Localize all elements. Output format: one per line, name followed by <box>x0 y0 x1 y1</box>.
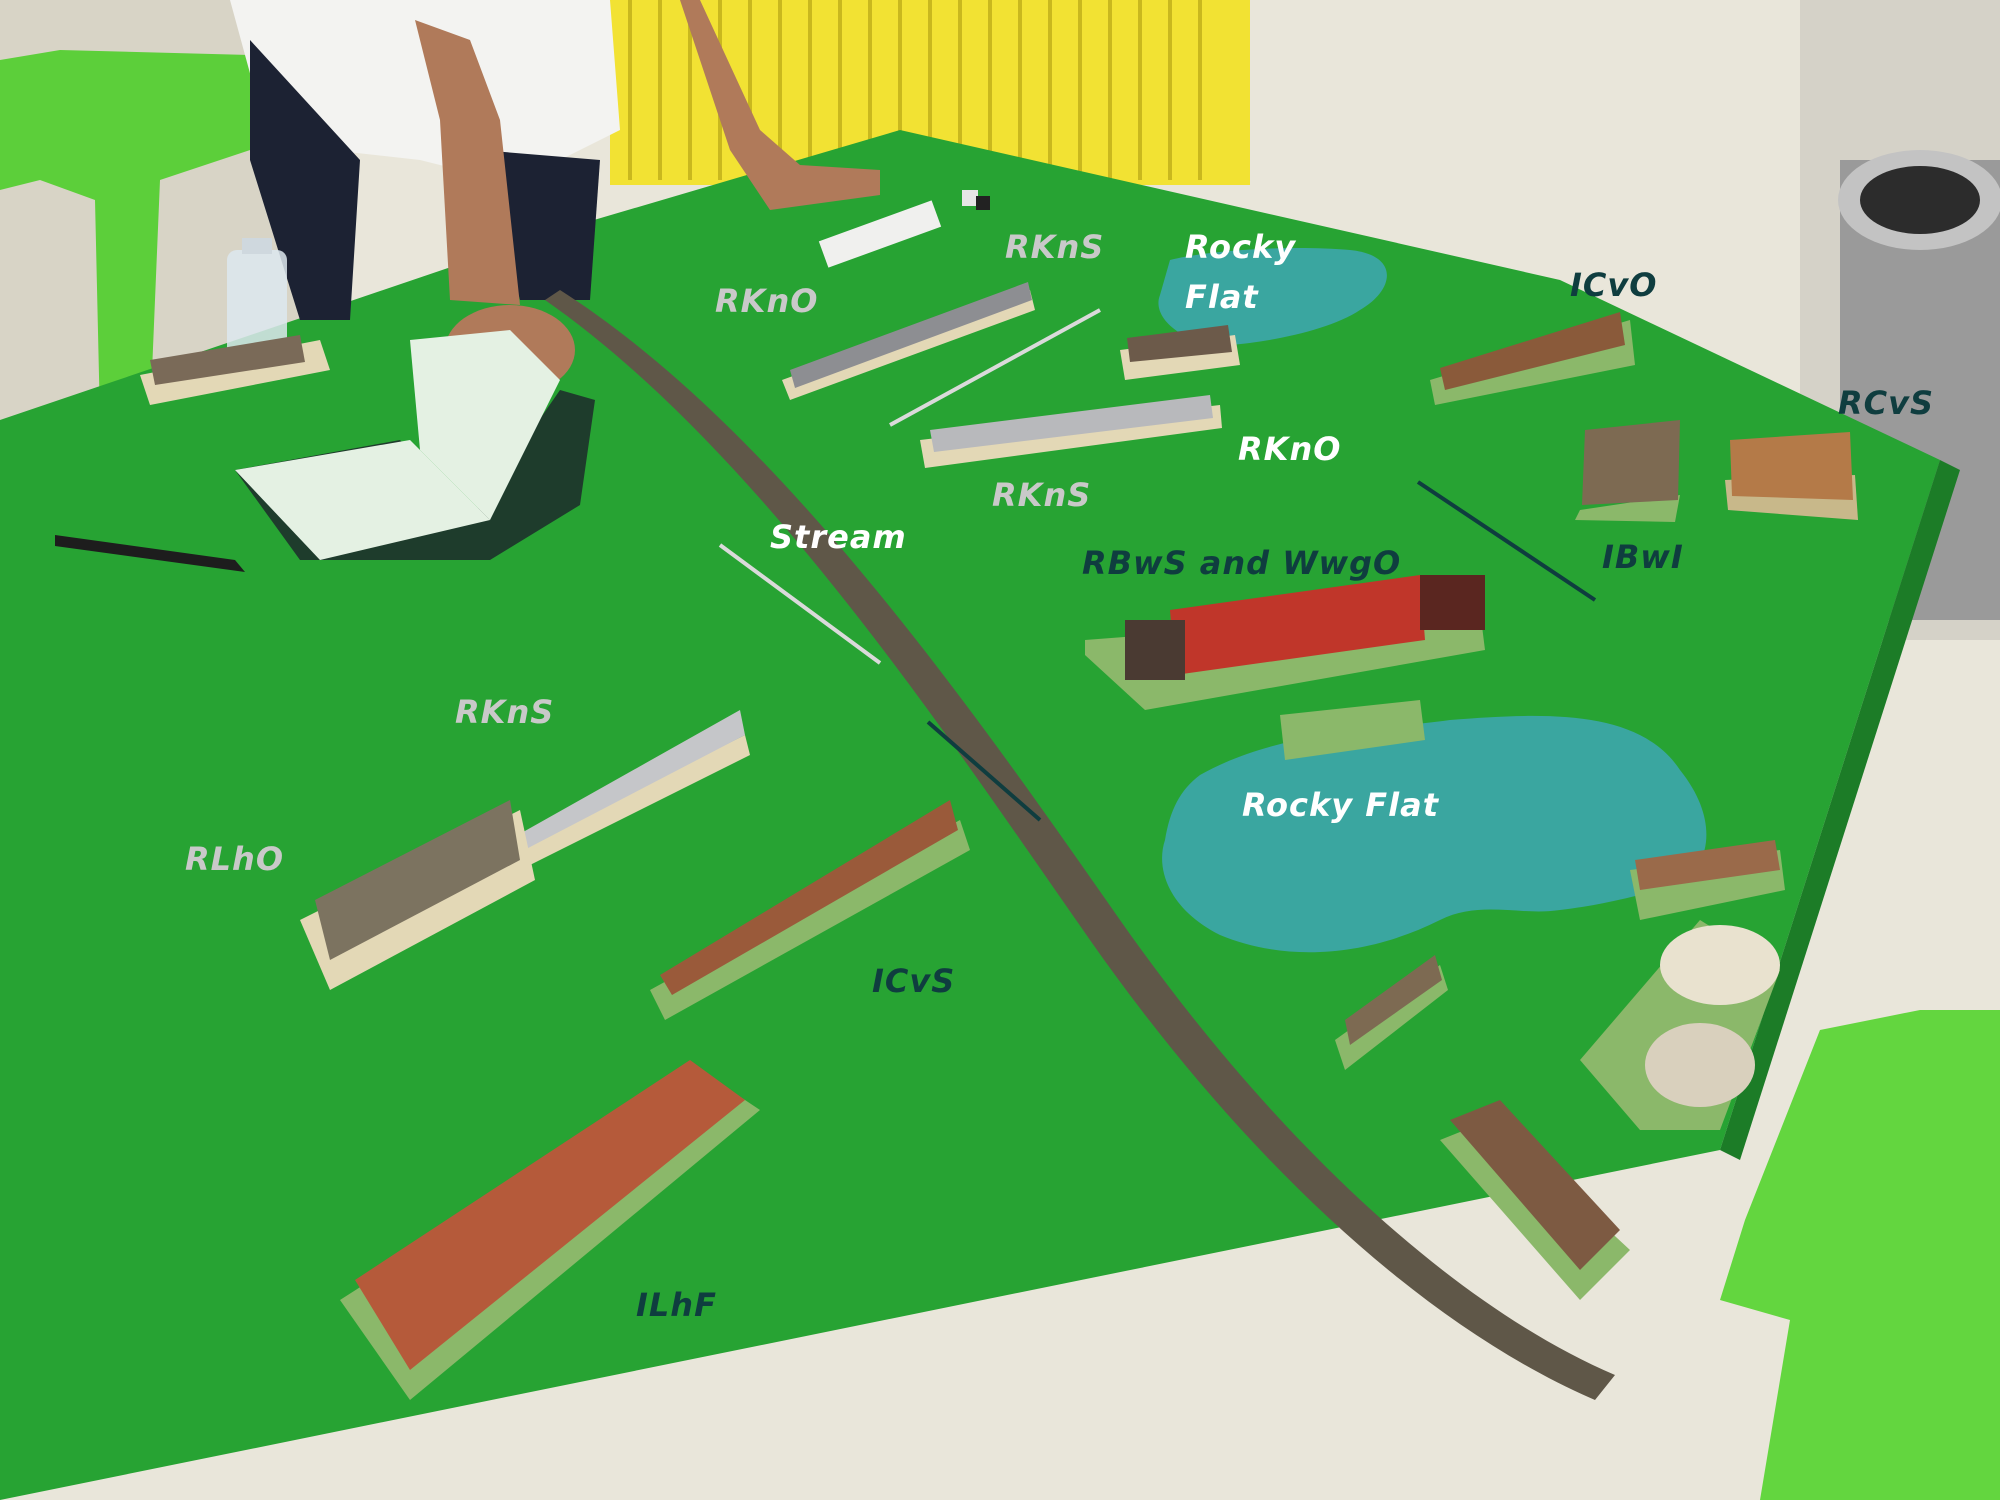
rocky-flat-top <box>1158 248 1387 346</box>
label-rkns-top: RKnS <box>1005 228 1105 266</box>
label-ilhf: ILhF <box>636 1286 717 1324</box>
pointer-line <box>889 308 1101 427</box>
label-icvo: ICvO <box>1570 266 1658 304</box>
table-edge-shadow <box>1720 460 1960 1160</box>
pointer-line <box>926 720 1042 822</box>
label-rkno-mid: RKnO <box>1238 430 1342 468</box>
label-rbws-wwgo: RBwS and WwgO <box>1082 544 1402 582</box>
unit-camp-wagon <box>140 335 330 405</box>
unit-right-rear <box>1440 1100 1630 1300</box>
label-rkno-top: RKnO <box>715 282 819 320</box>
dice <box>976 196 990 210</box>
unit-ibwi <box>1575 420 1680 522</box>
label-rcvs: RCvS <box>1838 384 1935 422</box>
label-rlho: RLhO <box>185 840 285 878</box>
dice <box>962 190 978 206</box>
unit-rkns-top <box>920 395 1222 468</box>
label-stream: Stream <box>770 518 907 556</box>
unit-rkno-small <box>1120 325 1240 380</box>
unit-rkns-left <box>495 710 750 880</box>
unit-camp-tents <box>1580 840 1785 1130</box>
label-icvs: ICvS <box>872 962 956 1000</box>
pen <box>55 535 245 572</box>
green-chair-right <box>1720 1010 2000 1500</box>
unit-rbws-wwgo <box>1085 575 1485 760</box>
pointer-line <box>1416 480 1597 602</box>
green-chair-left <box>0 50 280 420</box>
unit-right-front <box>1335 955 1448 1070</box>
label-rocky-flat-right: Rocky Flat <box>1242 786 1439 824</box>
label-rocky-flat-top: Rocky Flat <box>1185 228 1297 316</box>
unit-rlho <box>300 800 535 990</box>
rocky-flat-right <box>1162 715 1707 953</box>
card <box>818 200 942 268</box>
unit-rcvs <box>1725 432 1858 520</box>
unit-icvs <box>650 800 970 1020</box>
unit-ilhf <box>340 1060 760 1400</box>
notebook <box>235 330 595 560</box>
label-ibwi: IBwI <box>1602 538 1684 576</box>
unit-icvo <box>1430 312 1635 405</box>
unit-rkno-top <box>782 282 1035 400</box>
pointer-line <box>718 543 882 665</box>
label-rkns-mid: RKnS <box>992 476 1092 514</box>
label-rkns-left: RKnS <box>455 693 555 731</box>
